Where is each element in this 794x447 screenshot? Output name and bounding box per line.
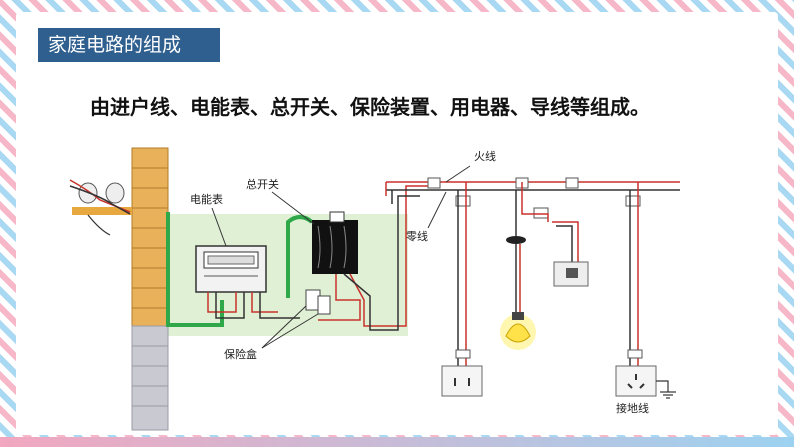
ground-symbol	[660, 391, 676, 399]
fuse-element	[317, 295, 331, 315]
label-fuse-box: 保险盒	[224, 347, 257, 361]
fuse-pointer	[261, 305, 307, 349]
label-main-switch: 总开关	[246, 177, 279, 191]
label-ground-wire: 接地线	[616, 401, 649, 415]
bottom-decorative-bar	[0, 437, 794, 447]
slide-title: 家庭电路的组成	[38, 28, 220, 62]
three-pin-socket	[615, 365, 657, 397]
meter-pointer	[211, 207, 227, 247]
junction-boxes	[427, 177, 641, 219]
switch-red-wire	[349, 185, 432, 327]
wall-switch	[553, 261, 589, 287]
main-switch	[312, 211, 358, 274]
ground-lead	[656, 380, 669, 392]
electric-meter	[195, 245, 267, 293]
label-meter: 电能表	[190, 192, 223, 206]
brick-pole	[131, 147, 169, 431]
switch-red-wire	[318, 274, 361, 321]
label-neutral-wire: 零线	[406, 229, 428, 243]
fuse-pointer	[261, 313, 319, 349]
meter-red-wires	[207, 292, 278, 313]
label-live-wire: 火线	[474, 149, 496, 163]
slide-subtitle: 由进户线、电能表、总开关、保险装置、用电器、导线等组成。	[90, 95, 650, 119]
switch-black-wire	[343, 195, 420, 331]
neutral-pointer	[427, 191, 447, 229]
insulator-bracket	[69, 179, 132, 236]
light-bulb	[500, 312, 536, 350]
two-pin-socket	[441, 365, 483, 397]
meter-black-wires	[215, 292, 300, 319]
lamp-holder	[506, 236, 526, 244]
main-switch-pointer	[271, 191, 315, 225]
live-pointer	[445, 165, 471, 183]
